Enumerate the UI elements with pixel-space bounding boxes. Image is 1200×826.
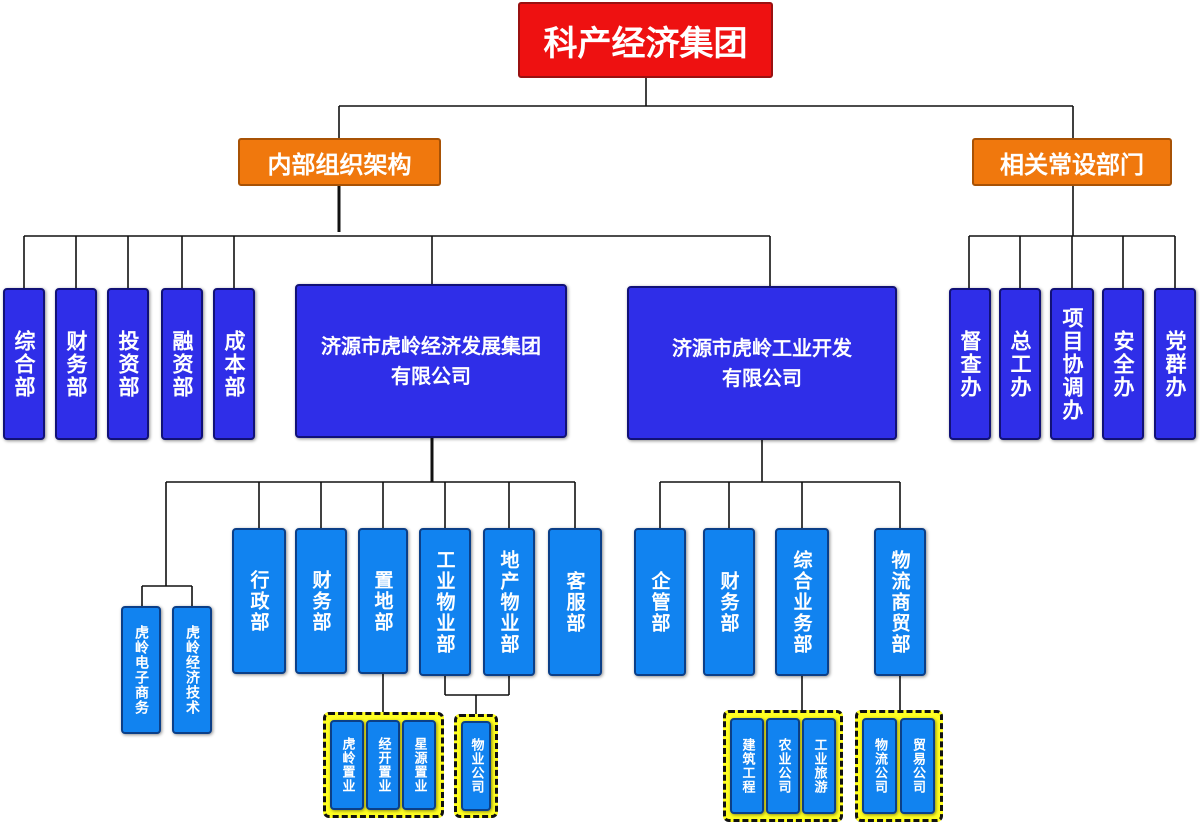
group1-dept-label: 工业物业部 (433, 549, 456, 655)
group1-extra-label: 虎岭电子商务 (133, 625, 149, 715)
realestate-subsidiary-label: 经开置业 (375, 737, 391, 793)
group2-company-node: 济源市虎岭工业开发 有限公司 (627, 286, 897, 440)
group2-dept-label: 物流商贸部 (888, 549, 911, 655)
group1-extra-node: 虎岭经济技术 (172, 606, 212, 734)
related-departments-label: 相关常设部门 (1000, 150, 1144, 179)
root-node: 科产经济集团 (518, 2, 773, 78)
dept-node: 综合部 (3, 288, 45, 440)
group2-name-line1: 济源市虎岭工业开发 (672, 336, 852, 360)
dept-label: 成本部 (222, 329, 246, 399)
office-label: 安全办 (1111, 329, 1135, 399)
logistics-subsidiary-node: 物流公司 (862, 718, 897, 814)
group1-name-line2: 有限公司 (391, 364, 471, 388)
logistics-subsidiary-label: 贸易公司 (910, 738, 925, 794)
group1-name-line1: 济源市虎岭经济发展集团 (321, 334, 541, 358)
group2-dept-label: 综合业务部 (790, 549, 813, 655)
logistics-subsidiary-label: 物流公司 (872, 738, 887, 794)
group2-name-line2: 有限公司 (722, 366, 802, 390)
group1-dept-node: 客服部 (548, 528, 602, 676)
group1-dept-label: 置地部 (371, 569, 394, 633)
office-node: 项目协调办 (1050, 288, 1094, 440)
group1-dept-node: 行政部 (232, 528, 286, 674)
office-node: 督查办 (949, 288, 991, 440)
group2-dept-node: 物流商贸部 (874, 528, 926, 676)
dept-node: 财务部 (55, 288, 97, 440)
root-label: 科产经济集团 (543, 23, 748, 64)
group1-dept-node: 置地部 (358, 528, 408, 674)
realestate-subsidiary-label: 虎岭置业 (339, 737, 355, 793)
dept-node: 成本部 (213, 288, 255, 440)
group1-dept-label: 财务部 (309, 569, 332, 633)
office-label: 总工办 (1008, 329, 1032, 399)
dept-label: 财务部 (64, 329, 88, 399)
group1-dept-node: 财务部 (295, 528, 347, 674)
office-node: 安全办 (1102, 288, 1144, 440)
internal-structure-node: 内部组织架构 (238, 138, 441, 186)
general-business-subsidiary-label: 工业旅游 (811, 738, 827, 794)
group2-dept-node: 财务部 (703, 528, 755, 676)
group2-dept-label: 财务部 (717, 570, 740, 634)
group1-dept-label: 客服部 (563, 570, 586, 634)
group2-dept-label: 企管部 (648, 570, 671, 634)
group1-extra-label: 虎岭经济技术 (184, 625, 200, 715)
general-business-subsidiary-node: 工业旅游 (802, 718, 836, 814)
office-label: 党群办 (1163, 329, 1187, 399)
logistics-subsidiary-node: 贸易公司 (900, 718, 935, 814)
dept-label: 综合部 (12, 329, 36, 399)
internal-structure-label: 内部组织架构 (267, 150, 412, 179)
general-business-subsidiary-node: 农业公司 (766, 718, 800, 814)
group2-dept-node: 企管部 (634, 528, 686, 676)
realestate-subsidiary-label: 星源置业 (411, 737, 427, 793)
general-business-subsidiary-label: 农业公司 (775, 738, 791, 794)
realestate-subsidiary-node: 经开置业 (366, 720, 400, 810)
dept-label: 融资部 (170, 329, 194, 399)
realestate-subsidiary-node: 虎岭置业 (330, 720, 364, 810)
dept-label: 投资部 (116, 329, 140, 399)
office-node: 总工办 (999, 288, 1041, 440)
office-node: 党群办 (1154, 288, 1196, 440)
realestate-subsidiary-node: 星源置业 (402, 720, 436, 810)
dept-node: 融资部 (161, 288, 203, 440)
office-label: 督查办 (958, 329, 982, 399)
general-business-subsidiary-node: 建筑工程 (730, 718, 764, 814)
group1-company-node: 济源市虎岭经济发展集团 有限公司 (295, 284, 567, 438)
office-label: 项目协调办 (1060, 306, 1084, 422)
group1-dept-node: 地产物业部 (483, 528, 535, 676)
related-departments-node: 相关常设部门 (972, 138, 1172, 186)
property-subsidiary-label: 物业公司 (468, 738, 484, 794)
group1-dept-label: 地产物业部 (497, 549, 520, 655)
group2-dept-node: 综合业务部 (775, 528, 829, 676)
general-business-subsidiary-label: 建筑工程 (739, 738, 755, 794)
dept-node: 投资部 (107, 288, 149, 440)
group1-dept-label: 行政部 (247, 569, 270, 633)
group1-extra-node: 虎岭电子商务 (121, 606, 161, 734)
group1-dept-node: 工业物业部 (419, 528, 471, 676)
property-subsidiary-node: 物业公司 (461, 721, 491, 811)
